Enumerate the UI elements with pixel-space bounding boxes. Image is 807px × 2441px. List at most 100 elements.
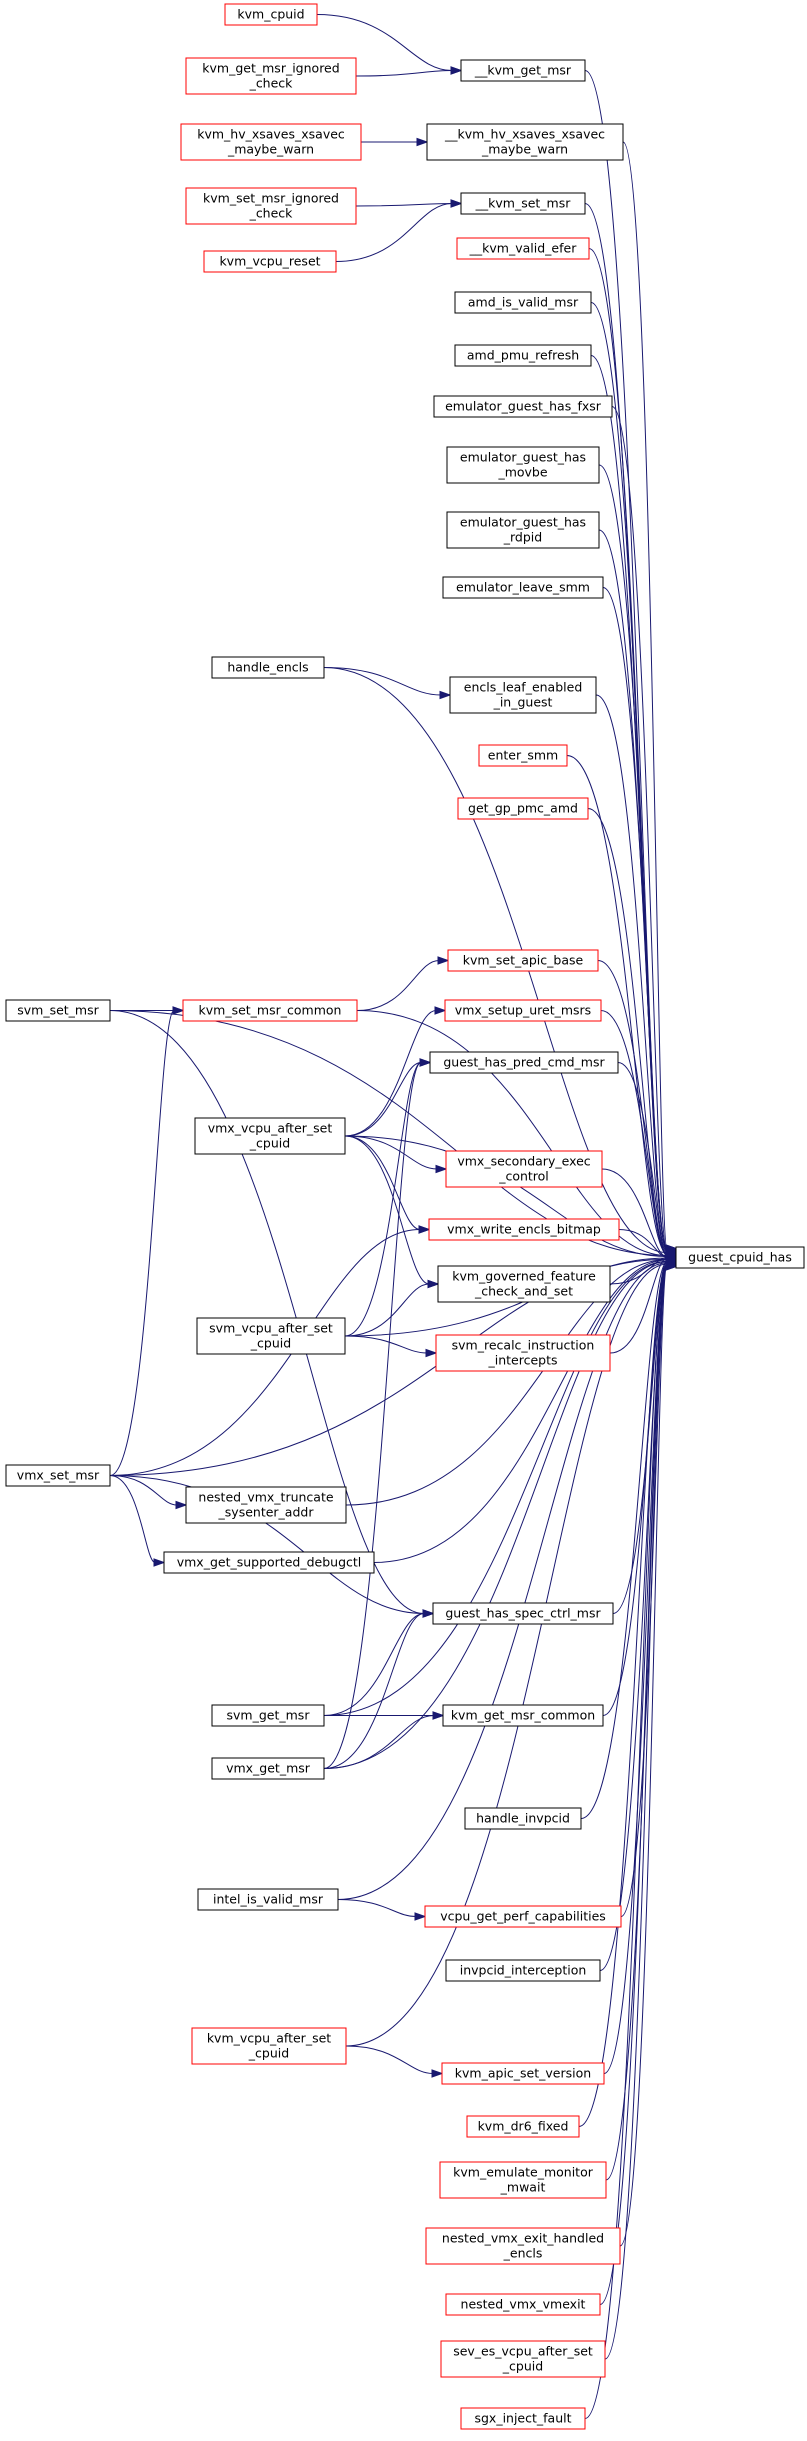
node-box[interactable] xyxy=(454,344,592,367)
node-vmx-secondary[interactable]: vmx_secondary_exec_control xyxy=(445,1150,603,1188)
node-box[interactable] xyxy=(429,1051,619,1074)
node-box[interactable] xyxy=(444,999,602,1022)
node-box[interactable] xyxy=(211,1704,325,1727)
node-box[interactable] xyxy=(445,1150,603,1188)
node-box[interactable] xyxy=(432,1602,614,1625)
node-box[interactable] xyxy=(460,2407,586,2430)
node-kvm-valid-efer[interactable]: __kvm_valid_efer xyxy=(456,237,590,260)
node-sgx-inject-fault[interactable]: sgx_inject_fault xyxy=(460,2407,586,2430)
node-box[interactable] xyxy=(435,1334,611,1372)
node-box[interactable] xyxy=(441,2062,605,2085)
node-box[interactable] xyxy=(185,187,357,225)
node-emu-movbe[interactable]: emulator_guest_has_movbe xyxy=(446,446,600,484)
node-intel-is-valid-msr[interactable]: intel_is_valid_msr xyxy=(197,1888,339,1911)
node-box[interactable] xyxy=(445,2293,601,2316)
node-encls-leaf[interactable]: encls_leaf_enabled_in_guest xyxy=(449,676,597,714)
node-vmx-vcpu-after-set[interactable]: vmx_vcpu_after_set_cpuid xyxy=(194,1117,346,1155)
node-box[interactable] xyxy=(426,123,624,161)
node-vcpu-get-perf[interactable]: vcpu_get_perf_capabilities xyxy=(424,1905,622,1928)
node-box[interactable] xyxy=(5,999,111,1022)
node-kvm-governed[interactable]: kvm_governed_feature_check_and_set xyxy=(437,1265,611,1303)
node-get-gp-pmc-amd[interactable]: get_gp_pmc_amd xyxy=(457,797,589,820)
node-box[interactable] xyxy=(424,1905,622,1928)
node-kvm-vcpu-after-set[interactable]: kvm_vcpu_after_set_cpuid xyxy=(191,2027,347,2065)
node-box[interactable] xyxy=(466,2115,580,2138)
node-box[interactable] xyxy=(194,1117,346,1155)
node-vmx-set-msr[interactable]: vmx_set_msr xyxy=(5,1464,111,1487)
node-box[interactable] xyxy=(224,3,318,26)
node-box[interactable] xyxy=(197,1888,339,1911)
node-vmx-write-encls[interactable]: vmx_write_encls_bitmap xyxy=(428,1218,620,1241)
node-kvm-get-msr[interactable]: __kvm_get_msr xyxy=(460,59,586,82)
node-box[interactable] xyxy=(454,291,592,314)
node-kvm-dr6-fixed[interactable]: kvm_dr6_fixed xyxy=(466,2115,580,2138)
node-svm-recalc[interactable]: svm_recalc_instruction_intercepts xyxy=(435,1334,611,1372)
node-box[interactable] xyxy=(182,999,358,1022)
node-box[interactable] xyxy=(437,1265,611,1303)
node-kvm-set-msr-ignored[interactable]: kvm_set_msr_ignored_check xyxy=(185,187,357,225)
node-box[interactable] xyxy=(163,1551,375,1574)
node-handle-encls[interactable]: handle_encls xyxy=(211,656,325,679)
node-box[interactable] xyxy=(425,2227,621,2265)
node-handle-invpcid[interactable]: handle_invpcid xyxy=(464,1807,582,1830)
node-kvm-get-msr-common[interactable]: kvm_get_msr_common xyxy=(442,1704,604,1727)
node-box[interactable] xyxy=(445,1959,601,1982)
node-amd-is-valid-msr[interactable]: amd_is_valid_msr xyxy=(454,291,592,314)
node-box[interactable] xyxy=(185,57,357,95)
node-emu-rdpid[interactable]: emulator_guest_has_rdpid xyxy=(446,511,600,549)
node-box[interactable] xyxy=(478,744,568,767)
node-hv-xsaves-red[interactable]: kvm_hv_xsaves_xsavec_maybe_warn xyxy=(180,123,362,161)
node-svm-vcpu-after-set[interactable]: svm_vcpu_after_set_cpuid xyxy=(196,1317,346,1355)
node-box[interactable] xyxy=(428,1218,620,1241)
node-kvm-set-msr[interactable]: __kvm_set_msr xyxy=(460,192,586,215)
node-nested-vmx-vmexit[interactable]: nested_vmx_vmexit xyxy=(445,2293,601,2316)
node-box[interactable] xyxy=(449,676,597,714)
node-kvm-set-msr-common[interactable]: kvm_set_msr_common xyxy=(182,999,358,1022)
node-kvm-cpuid[interactable]: kvm_cpuid xyxy=(224,3,318,26)
node-nested-vmx-truncate[interactable]: nested_vmx_truncate_sysenter_addr xyxy=(185,1486,347,1524)
node-box[interactable] xyxy=(456,237,590,260)
node-enter-smm[interactable]: enter_smm xyxy=(478,744,568,767)
node-kvm-emulate-monitor[interactable]: kvm_emulate_monitor_mwait xyxy=(439,2161,607,2199)
node-kvm-apic-set-version[interactable]: kvm_apic_set_version xyxy=(441,2062,605,2085)
node-box[interactable] xyxy=(442,576,604,599)
node-sev-es-vcpu[interactable]: sev_es_vcpu_after_set_cpuid xyxy=(440,2340,606,2378)
node-box[interactable] xyxy=(196,1317,346,1355)
node-kvm-get-msr-ignored[interactable]: kvm_get_msr_ignored_check xyxy=(185,57,357,95)
node-nested-vmx-exit-encls[interactable]: nested_vmx_exit_handled_encls xyxy=(425,2227,621,2265)
node-box[interactable] xyxy=(442,1704,604,1727)
node-box[interactable] xyxy=(191,2027,347,2065)
node-box[interactable] xyxy=(675,1246,805,1269)
node-box[interactable] xyxy=(447,949,599,972)
node-box[interactable] xyxy=(5,1464,111,1487)
node-kvm-set-apic-base[interactable]: kvm_set_apic_base xyxy=(447,949,599,972)
node-box[interactable] xyxy=(460,192,586,215)
node-vmx-get-msr[interactable]: vmx_get_msr xyxy=(211,1757,325,1780)
node-kvm-vcpu-reset[interactable]: kvm_vcpu_reset xyxy=(203,250,337,273)
node-box[interactable] xyxy=(460,59,586,82)
node-box[interactable] xyxy=(180,123,362,161)
node-hv-xsaves[interactable]: __kvm_hv_xsaves_xsavec_maybe_warn xyxy=(426,123,624,161)
node-box[interactable] xyxy=(439,2161,607,2199)
node-guest-has-spec-ctrl[interactable]: guest_has_spec_ctrl_msr xyxy=(432,1602,614,1625)
node-box[interactable] xyxy=(440,2340,606,2378)
node-vmx-get-supported-debugctl[interactable]: vmx_get_supported_debugctl xyxy=(163,1551,375,1574)
node-box[interactable] xyxy=(446,511,600,549)
node-amd-pmu-refresh[interactable]: amd_pmu_refresh xyxy=(454,344,592,367)
node-box[interactable] xyxy=(211,656,325,679)
node-svm-get-msr[interactable]: svm_get_msr xyxy=(211,1704,325,1727)
node-svm-set-msr[interactable]: svm_set_msr xyxy=(5,999,111,1022)
node-emu-leave-smm[interactable]: emulator_leave_smm xyxy=(442,576,604,599)
node-guest-has-pred-cmd[interactable]: guest_has_pred_cmd_msr xyxy=(429,1051,619,1074)
node-box[interactable] xyxy=(211,1757,325,1780)
node-vmx-setup-uret[interactable]: vmx_setup_uret_msrs xyxy=(444,999,602,1022)
node-box[interactable] xyxy=(433,395,613,418)
node-box[interactable] xyxy=(464,1807,582,1830)
node-guest-cpuid-has[interactable]: guest_cpuid_has xyxy=(675,1246,805,1269)
node-box[interactable] xyxy=(203,250,337,273)
node-emu-fxsr[interactable]: emulator_guest_has_fxsr xyxy=(433,395,613,418)
node-box[interactable] xyxy=(185,1486,347,1524)
node-invpcid-interception[interactable]: invpcid_interception xyxy=(445,1959,601,1982)
node-box[interactable] xyxy=(457,797,589,820)
node-box[interactable] xyxy=(446,446,600,484)
